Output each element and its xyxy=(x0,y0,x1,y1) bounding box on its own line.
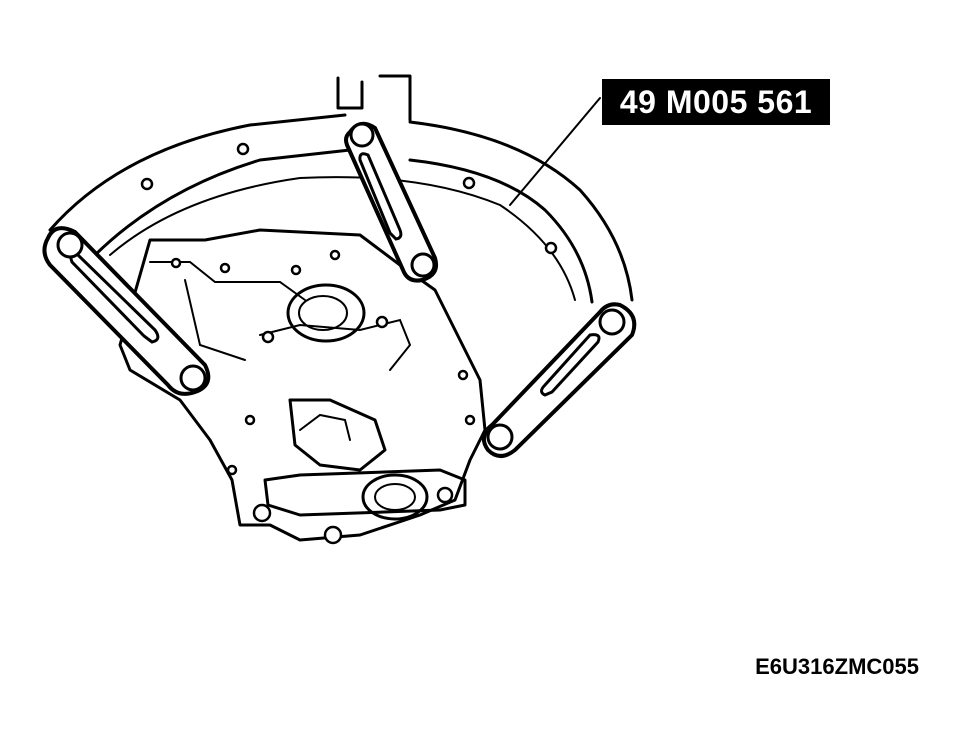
engine-front-cover xyxy=(118,228,487,545)
tool-arm-right xyxy=(481,302,637,458)
tool-arm-left xyxy=(42,226,211,396)
figure-code-label: E6U316ZMC055 xyxy=(755,654,919,679)
tool-flange-ring xyxy=(48,113,634,304)
engine-top-edge xyxy=(336,74,412,122)
part-number-callout: 49 M005 561 xyxy=(602,79,830,125)
tool-arm-center xyxy=(344,121,439,283)
callout-leader-line xyxy=(509,97,601,206)
